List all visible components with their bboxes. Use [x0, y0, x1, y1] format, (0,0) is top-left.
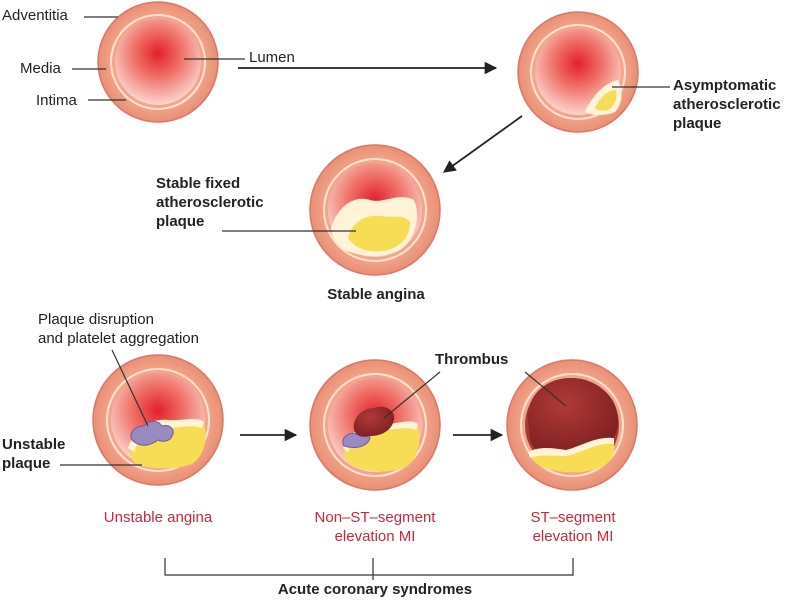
label-nstemi: Non–ST–segment elevation MI: [314, 509, 436, 545]
label-lumen: Lumen: [249, 49, 295, 66]
vessel-normal: [97, 1, 219, 123]
stemi-thrombus: [527, 378, 618, 454]
stable-plaque-core: [348, 215, 410, 252]
label-unstable-plaque: Unstable plaque: [2, 436, 66, 472]
acs-bracket: [164, 558, 574, 580]
vessel-stemi: [506, 359, 638, 491]
leader-lines: [60, 16, 670, 466]
asymptomatic-plaque-core: [595, 90, 617, 111]
label-intima: Intima: [36, 92, 77, 109]
label-stable-fixed-plaque: Stable fixed atherosclerotic plaque: [156, 175, 264, 230]
vessel-stable: [309, 144, 441, 276]
label-plaque-disruption: Plaque disruption and platelet aggregati…: [38, 311, 199, 347]
label-media: Media: [20, 60, 61, 77]
platelet-aggregation: [130, 421, 174, 446]
label-stemi: ST–segment elevation MI: [530, 509, 616, 545]
arrow-down-left-icon: [442, 115, 523, 173]
label-stable-angina: Stable angina: [327, 286, 425, 303]
vessel-nstemi: [309, 359, 441, 491]
stemi-plaque-cap: [528, 437, 614, 458]
label-adventitia: Adventitia: [2, 7, 68, 24]
label-unstable-angina: Unstable angina: [103, 509, 213, 526]
label-asymptomatic-plaque: Asymptomatic atherosclerotic plaque: [673, 77, 781, 132]
label-thrombus: Thrombus: [435, 351, 509, 368]
nstemi-thrombus: [353, 406, 395, 437]
label-acute-coronary-syndromes: Acute coronary syndromes: [277, 581, 473, 598]
stemi-plaque-body: [530, 439, 615, 473]
vessel-asymptomatic: [517, 11, 639, 133]
